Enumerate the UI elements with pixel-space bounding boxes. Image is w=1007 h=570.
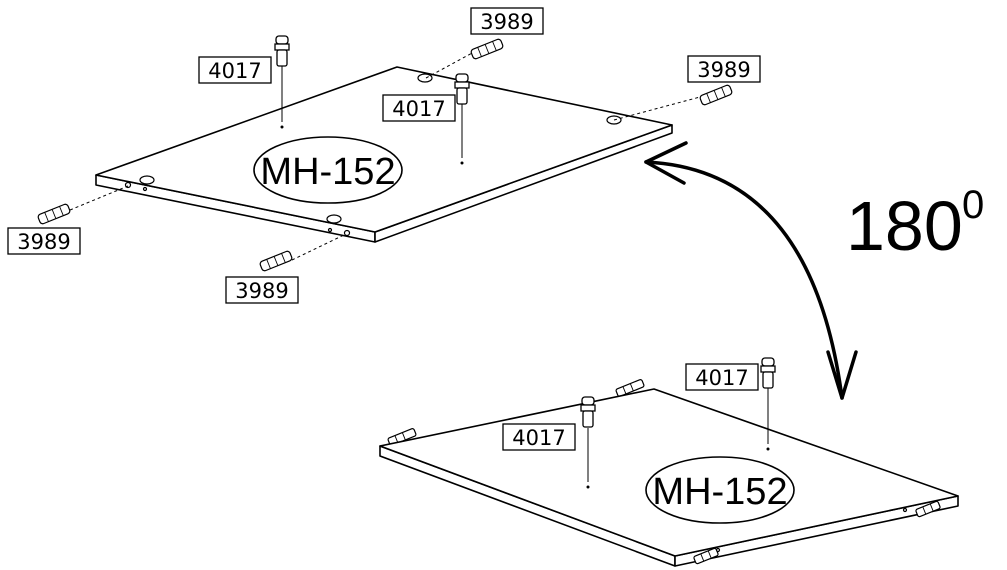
callout-4017-bottom-left: 4017 <box>502 423 576 451</box>
svg-text:3989: 3989 <box>697 58 750 82</box>
bottom-dowel-back-right <box>615 379 645 397</box>
dowel-3989-left <box>37 203 71 225</box>
rotation-arrowhead-bottom <box>826 350 858 400</box>
callout-3989-top-left: 3989 <box>7 227 81 255</box>
top-panel-edge-hole <box>142 186 148 192</box>
pin-4017-bottom-left <box>580 396 596 428</box>
bottom-panel-code: MH-152 <box>652 471 787 513</box>
rotation-arrowhead-top <box>644 141 688 185</box>
top-panel-face <box>95 66 673 233</box>
callout-3989-top-right: 3989 <box>687 55 761 83</box>
pin-target-mark <box>766 447 770 451</box>
svg-text:4017: 4017 <box>392 97 445 121</box>
callout-4017-bottom-right: 4017 <box>685 363 759 391</box>
svg-text:3989: 3989 <box>17 230 70 254</box>
pin-4017-bottom-right <box>760 357 776 389</box>
svg-text:3989: 3989 <box>480 10 533 34</box>
top-panel-hole <box>417 73 433 83</box>
pin-target-mark <box>586 485 590 489</box>
top-insertion-lines <box>69 51 701 261</box>
dowel-guide-line <box>69 185 129 211</box>
dowel-guide-line <box>291 233 347 261</box>
rotation-unit: 0 <box>962 183 984 227</box>
callout-4017-top-left: 4017 <box>198 56 272 84</box>
rotation-arc <box>644 160 844 400</box>
callout-4017-top-center: 4017 <box>382 94 456 122</box>
dowel-3989-back <box>470 38 504 60</box>
top-panel: MH-152 <box>95 66 673 243</box>
dowel-guide-line <box>613 96 701 121</box>
svg-text:3989: 3989 <box>235 279 288 303</box>
bottom-panel-edge-hole <box>715 547 721 553</box>
rotation-value: 180 <box>846 187 963 265</box>
pin-4017-left <box>274 35 290 67</box>
top-panel-hole <box>326 214 342 224</box>
dowel-3989-right <box>699 84 733 106</box>
bottom-panel-code-oval <box>645 456 795 524</box>
bottom-dowel-front-right <box>915 500 941 518</box>
callout-3989-top-front: 3989 <box>225 276 299 304</box>
top-panel-edge-hole <box>327 227 333 233</box>
svg-text:4017: 4017 <box>208 59 261 83</box>
top-panel-code: MH-152 <box>260 151 395 193</box>
pin-4017-center <box>454 73 470 105</box>
rotation-label: 180 0 <box>846 183 984 265</box>
top-panel-edge-hole <box>343 229 351 237</box>
rotation-arrow <box>644 141 858 400</box>
pin-target-mark <box>460 161 464 165</box>
svg-text:4017: 4017 <box>512 426 565 450</box>
top-panel-code-oval <box>253 136 403 204</box>
top-panel-hole <box>139 175 155 185</box>
pin-target-mark <box>280 125 284 129</box>
dowel-3989-front <box>259 250 293 272</box>
bottom-panel: MH-152 <box>379 379 959 567</box>
callout-3989-top-back: 3989 <box>470 7 544 35</box>
bottom-panel-edge-hole <box>902 507 908 513</box>
svg-text:4017: 4017 <box>695 366 748 390</box>
